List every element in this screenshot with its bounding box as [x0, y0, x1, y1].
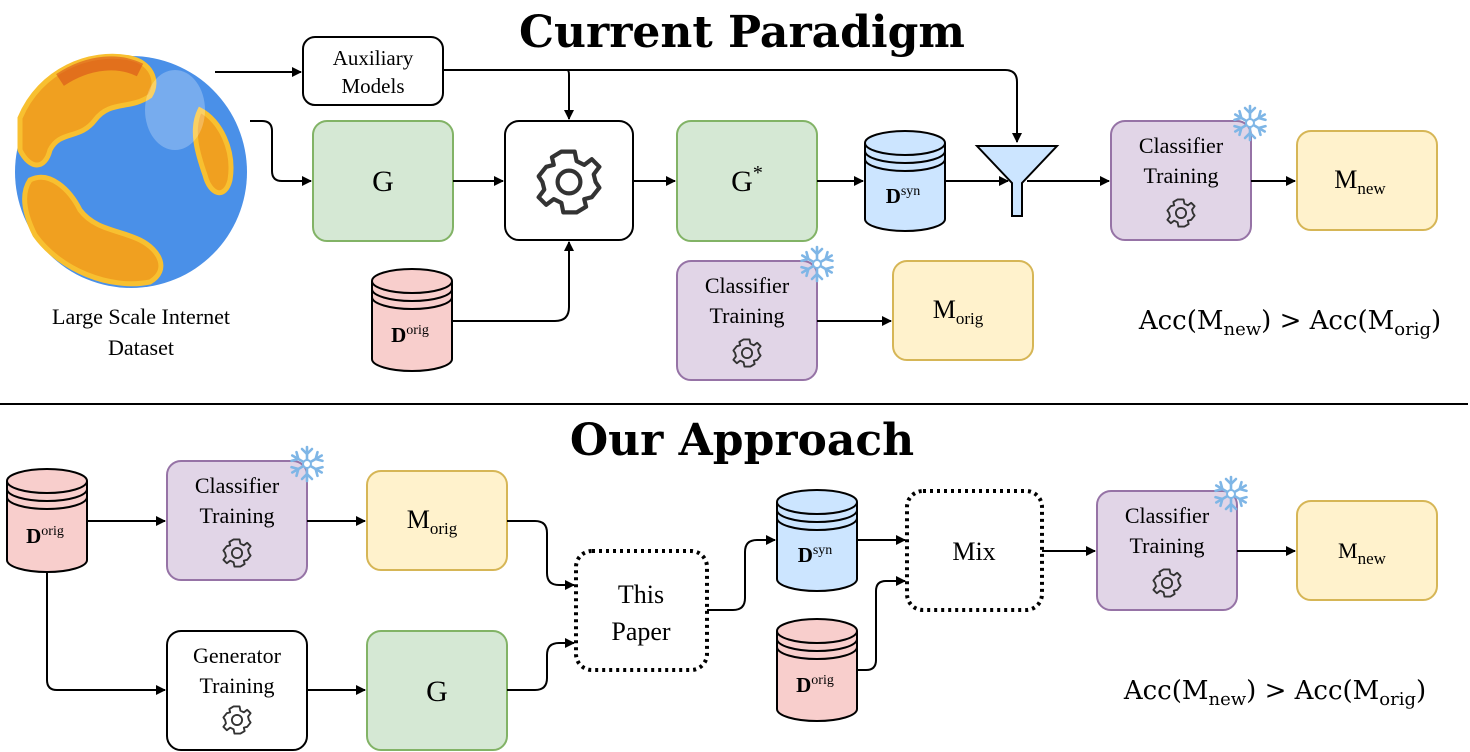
classifier-training-orig-line2: Training — [710, 303, 785, 328]
dsyn-label: Dsyn — [886, 184, 921, 208]
accuracy-claim-bottom: Acc(Mnew) > Acc(Morig) — [1123, 676, 1426, 710]
auxiliary-models-line1: Auxiliary — [333, 46, 414, 70]
classifier-training-orig-line1: Classifier — [195, 473, 280, 498]
dsyn-label: Dsyn — [798, 543, 833, 567]
top-edges — [215, 67, 1296, 326]
dorig-database — [6, 468, 88, 573]
generator-training-line2: Training — [200, 673, 275, 698]
generator-label: G — [372, 165, 394, 198]
funnel-icon — [974, 145, 1060, 217]
model-new-box — [1296, 500, 1438, 601]
classifier-training-new-line2: Training — [1144, 163, 1219, 188]
model-orig-box — [892, 260, 1034, 361]
model-orig-label: Morig — [933, 295, 984, 328]
dorig-label: Dorig — [391, 323, 429, 347]
internet-dataset-label-line1: Large Scale Internet — [52, 304, 230, 329]
title-our-approach: Our Approach — [570, 415, 914, 466]
generator-training-line1: Generator — [193, 643, 282, 668]
dorig-label: Dorig — [26, 524, 64, 548]
generator-label: G — [426, 675, 448, 708]
accuracy-claim-top: Acc(Mnew) > Acc(Morig) — [1138, 306, 1441, 340]
dorig-database — [371, 268, 453, 372]
dsyn-database — [776, 489, 858, 592]
model-orig-label: Morig — [407, 505, 458, 538]
dsyn-database — [864, 130, 946, 232]
finetune-box — [504, 120, 634, 241]
classifier-training-new-line1: Classifier — [1125, 503, 1210, 528]
dorig-database — [776, 618, 858, 722]
mix-box — [905, 489, 1044, 612]
model-new-label: Mnew — [1338, 538, 1387, 568]
this-paper-line2: Paper — [611, 617, 671, 646]
bottom-edges — [46, 516, 1296, 695]
this-paper-line1: This — [618, 580, 664, 609]
classifier-training-new-line2: Training — [1130, 533, 1205, 558]
classifier-training-new-line1: Classifier — [1139, 133, 1224, 158]
globe-icon — [15, 53, 247, 288]
model-new-box — [1296, 130, 1438, 231]
auxiliary-models-line2: Models — [342, 74, 405, 98]
title-current-paradigm: Current Paradigm — [519, 7, 965, 58]
this-paper-box — [574, 549, 709, 672]
model-new-label: Mnew — [1334, 165, 1386, 198]
dorig-label: Dorig — [796, 673, 834, 697]
mix-label: Mix — [952, 537, 995, 566]
internet-dataset-label-line2: Dataset — [108, 335, 174, 360]
finetuned-generator-label: G* — [731, 162, 763, 198]
classifier-training-orig-line1: Classifier — [705, 273, 790, 298]
classifier-training-orig-line2: Training — [200, 503, 275, 528]
